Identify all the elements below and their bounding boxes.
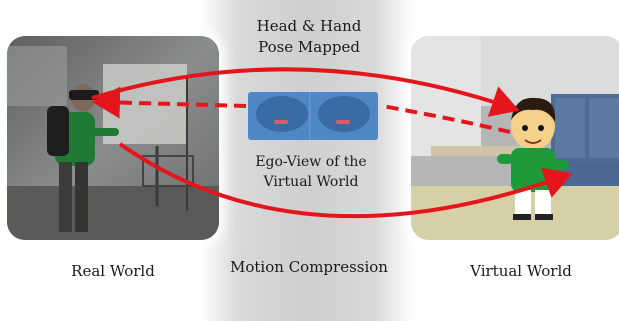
ego-view-image [248, 92, 378, 140]
real-world-label: Real World [71, 262, 155, 280]
ego-to-headset-arrow [92, 86, 247, 119]
ego-line2: Virtual World [263, 174, 359, 190]
person-with-headset [47, 84, 119, 232]
motion-compression-label: Motion Compression [230, 258, 388, 276]
hand-mapping-arrow [118, 142, 573, 219]
center-band [200, 0, 414, 321]
virtual-world-label: Virtual World [470, 262, 572, 280]
virtual-world-render [411, 36, 619, 240]
ego-line1: Ego-View of the [255, 154, 367, 170]
head-hand-pose-label: Head & Hand Pose Mapped [244, 16, 374, 58]
head-hand-line2: Pose Mapped [258, 38, 360, 56]
ego-view-label: Ego-View of the Virtual World [246, 152, 376, 192]
head-hand-line1: Head & Hand [256, 17, 362, 35]
virtual-head-to-ego-line [381, 104, 511, 134]
head-mapping-arrow [91, 67, 520, 117]
cartoon-avatar [497, 97, 569, 220]
